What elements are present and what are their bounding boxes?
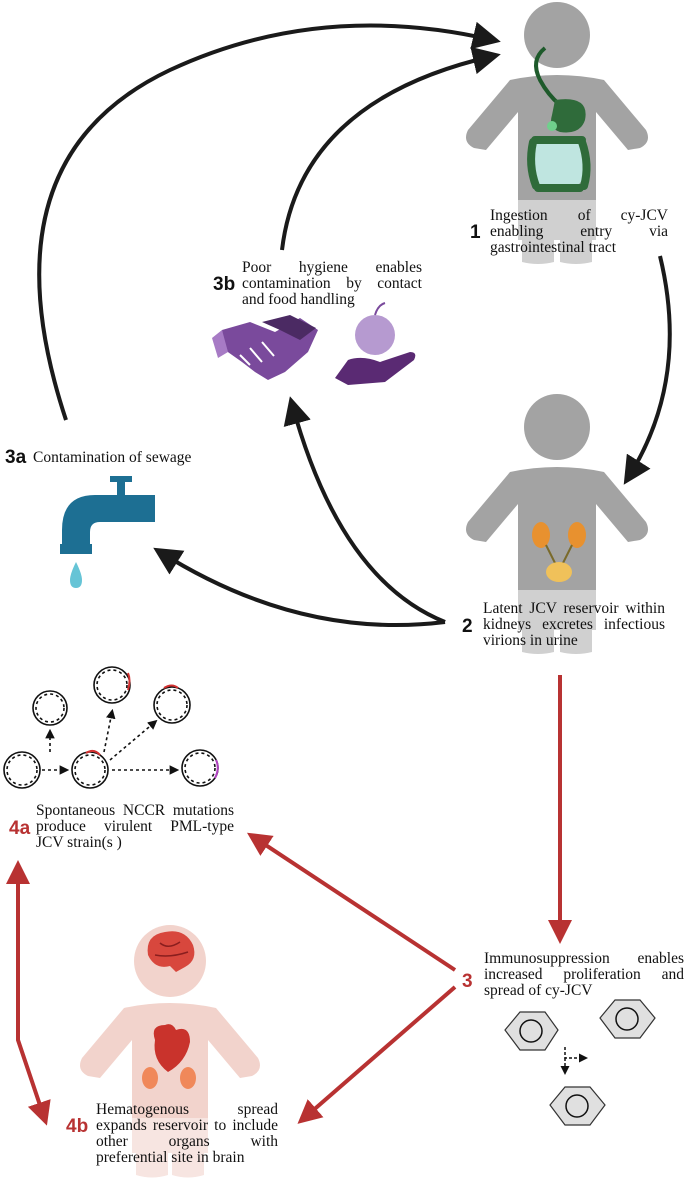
step-2-text: Latent JCV reservoir within kidneys excr… (483, 600, 665, 649)
handshake-icon (212, 315, 318, 380)
arrow-2-to-3a (153, 547, 446, 628)
dna-circle-icon (3, 666, 219, 789)
arrow-3-to-4a (246, 832, 457, 972)
arrow-4a-4b (16, 872, 51, 1126)
arrow-3-to-4b (297, 985, 457, 1124)
step-4b-number: 4b (66, 1116, 89, 1137)
virus-capsid-icon (504, 999, 656, 1126)
step-1-number: 1 (470, 222, 481, 243)
arrow-1-to-2 (623, 255, 672, 485)
water-tap-icon (60, 476, 155, 588)
human-gut-figure (466, 2, 648, 264)
hand-apple-icon (335, 302, 416, 385)
arrow-3b-to-1 (280, 46, 501, 251)
arrow-3a-to-1 (37, 21, 501, 421)
step-3a-number: 3a (5, 447, 27, 468)
step-3a-text: Contamination of sewage (33, 449, 192, 466)
step-2-number: 2 (462, 616, 473, 637)
human-brain-heart-figure (80, 925, 260, 1178)
step-1-text: Ingestion of cy-JCV enabling entry via g… (490, 207, 668, 256)
step-4a-text: Spontaneous NCCR mutations produce virul… (36, 802, 234, 851)
step-4a-number: 4a (9, 818, 31, 839)
step-3-number: 3 (462, 971, 473, 992)
step-3b-text: Poor hygiene enables contamination by co… (242, 259, 422, 308)
human-kidney-figure (466, 394, 648, 654)
step-3-text: Immunosuppression enables increased prol… (484, 950, 684, 999)
progression-arrows (5, 675, 572, 1126)
arrow-2-to-3b (283, 396, 446, 624)
cycle-arrows (37, 21, 672, 628)
step-4b-text: Hematogenous spread expands reservoir to… (96, 1101, 278, 1166)
step-3b-number: 3b (213, 274, 236, 295)
